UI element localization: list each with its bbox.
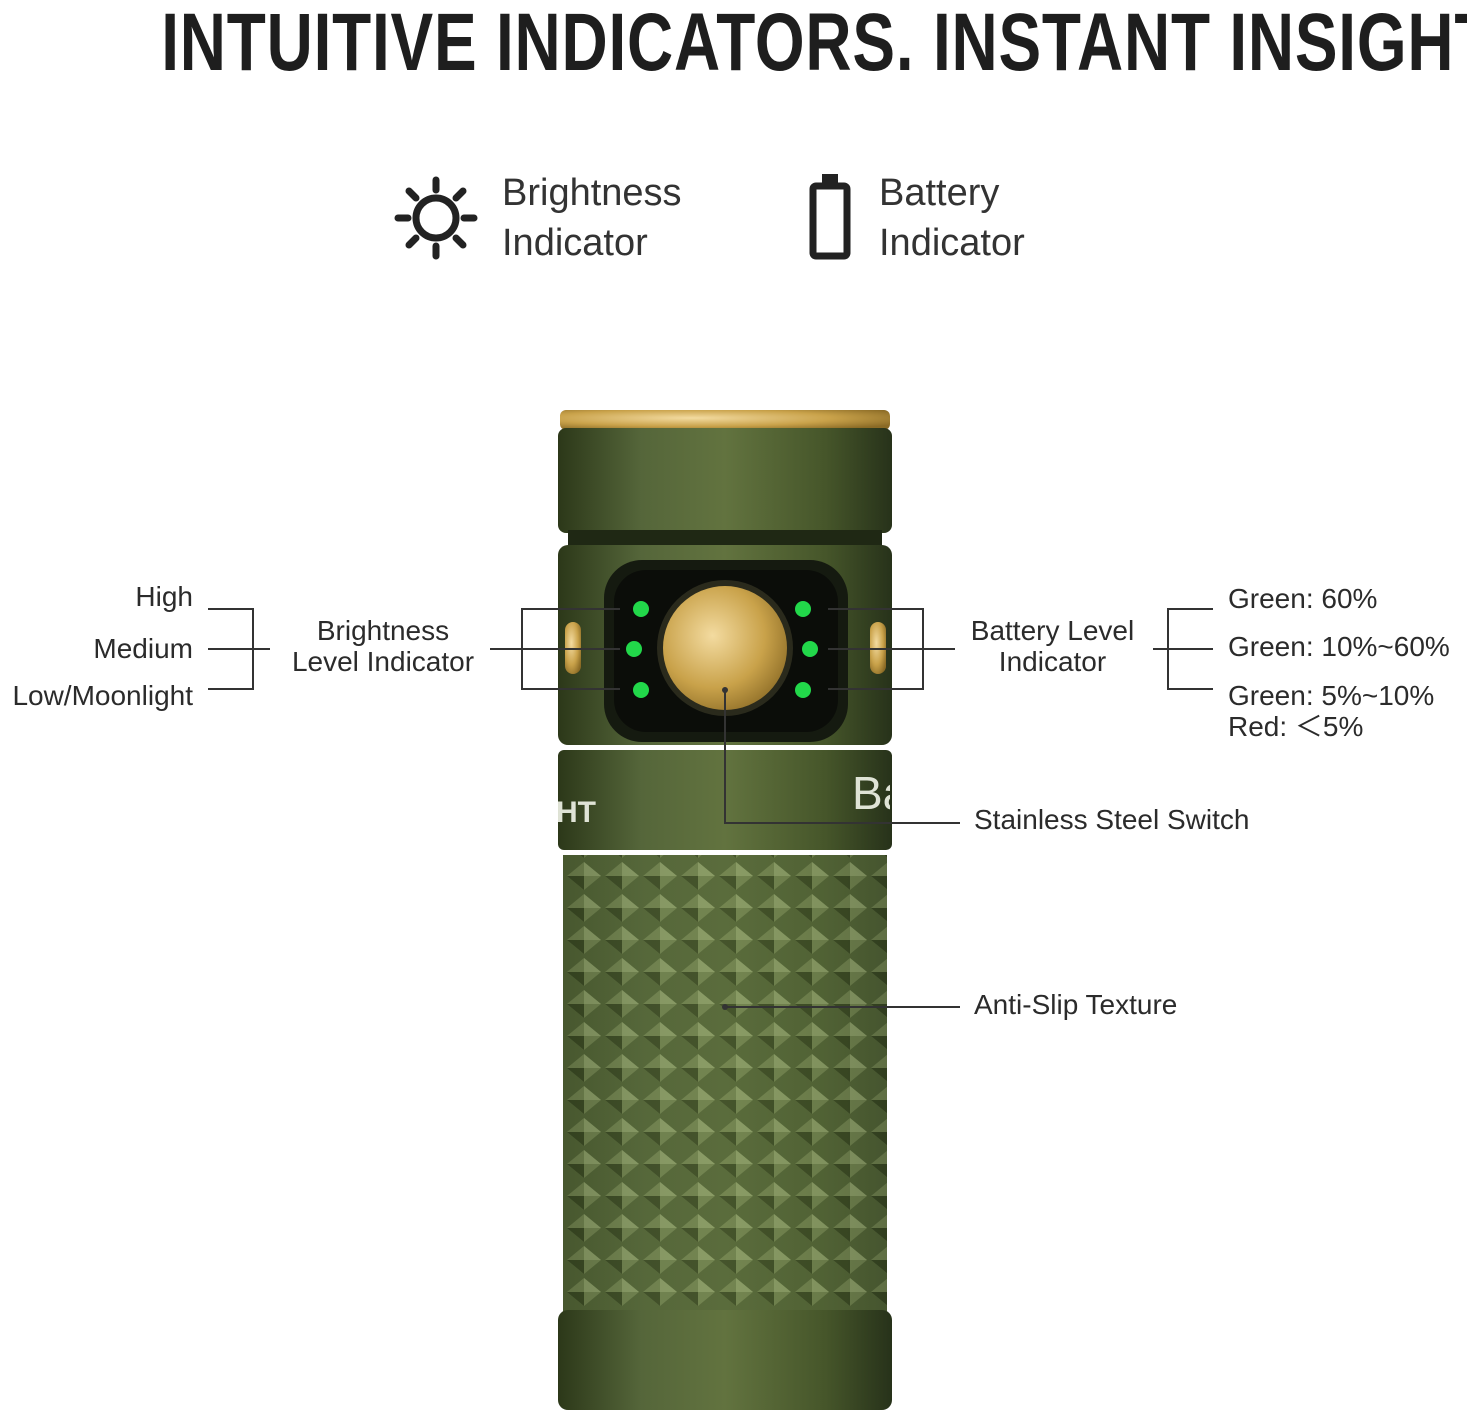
brightness-label-line1: Brightness: [316, 615, 450, 646]
battery-icon: [809, 174, 851, 260]
texture-label: Anti-Slip Texture: [974, 989, 1178, 1020]
brightness-legend-line2: Indicator: [502, 222, 648, 264]
sun-icon: [394, 176, 478, 260]
model-text: Ba: [852, 767, 890, 819]
level-low: Low/Moonlight: [12, 680, 193, 711]
battery-level-1: Green: 60%: [1228, 583, 1378, 614]
battery-label-line2: Indicator: [998, 646, 1107, 677]
battery-legend: Battery Indicator: [879, 168, 1025, 268]
level-high: High: [135, 581, 193, 612]
level-medium: Medium: [93, 633, 193, 664]
brightness-legend: Brightness Indicator: [502, 168, 682, 268]
page-title: INTUITIVE INDICATORS. INSTANT INSIGHT: [161, 0, 1467, 88]
brightness-label-line2: Level Indicator: [291, 646, 475, 677]
battery-level-3: Green: 5%~10%: [1228, 680, 1435, 711]
battery-legend-line1: Battery: [879, 172, 1000, 214]
brand-text: HT: [556, 796, 596, 829]
battery-level-2: Green: 10%~60%: [1228, 631, 1450, 662]
battery-level-label: Battery Level Indicator: [955, 615, 1150, 677]
callout-lines: [208, 608, 1213, 1008]
battery-level-4: Red: ＜5%: [1228, 711, 1364, 742]
flashlight: [558, 410, 892, 1410]
switch-label: Stainless Steel Switch: [974, 804, 1250, 835]
battery-legend-line2: Indicator: [879, 222, 1025, 264]
battery-label-line1: Battery Level: [970, 615, 1135, 646]
brightness-level-label: Brightness Level Indicator: [278, 615, 488, 677]
brightness-legend-line1: Brightness: [502, 172, 682, 214]
